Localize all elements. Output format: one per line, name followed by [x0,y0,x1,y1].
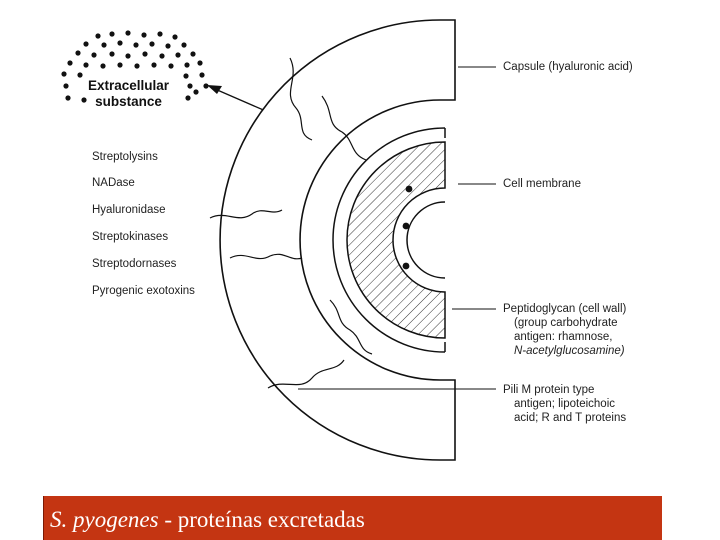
extracellular-dots [61,30,209,103]
label-capsule: Capsule (hyaluronic acid) [503,61,633,73]
caption-banner: S. pyogenes - proteínas excretadas [43,496,662,540]
caption-rest: - proteínas excretadas [158,507,365,532]
membrane-protein-dots [402,185,413,270]
peptidoglycan-band [346,141,446,339]
extracellular-label-line1: Extracellular [88,78,170,93]
pili-fibrils [209,57,373,389]
label-streptodornases: Streptodornases [92,258,177,270]
label-hyaluronidase: Hyaluronidase [92,204,166,216]
cell-wall-line-1: Peptidoglycan (cell wall) [503,303,627,315]
extracellular-substance-label: Extracellular substance [88,78,169,110]
membrane-ring [332,127,446,353]
pili-line-2: antigen; lipoteichoic [514,398,616,410]
extracellular-label-line2: substance [95,94,162,109]
cell-wall-line-4: N-acetylglucosamine) [514,345,625,357]
secretion-arrow [207,85,269,113]
capsule-band [219,19,456,461]
pili-line-1: Pili M protein type [503,384,595,396]
label-cell-wall: Peptidoglycan (cell wall) (group carbohy… [503,302,626,358]
label-pyrogenic-exotoxins: Pyrogenic exotoxins [92,285,195,297]
cell-wall-line-3: antigen: rhamnose, [514,331,613,343]
leader-lines [298,66,496,390]
label-cell-membrane: Cell membrane [503,178,581,190]
caption-species: S. pyogenes [50,507,159,532]
label-nadase: NADase [92,177,135,189]
label-pili: Pili M protein type antigen; lipoteichoi… [503,383,626,425]
cell-wall-line-2: (group carbohydrate [514,317,618,329]
cytoplasm-arc [406,201,446,279]
pili-line-3: acid; R and T proteins [514,412,627,424]
label-streptokinases: Streptokinases [92,231,169,243]
label-streptolysins: Streptolysins [92,151,158,163]
caption-text: S. pyogenes - proteínas excretadas [50,507,365,533]
